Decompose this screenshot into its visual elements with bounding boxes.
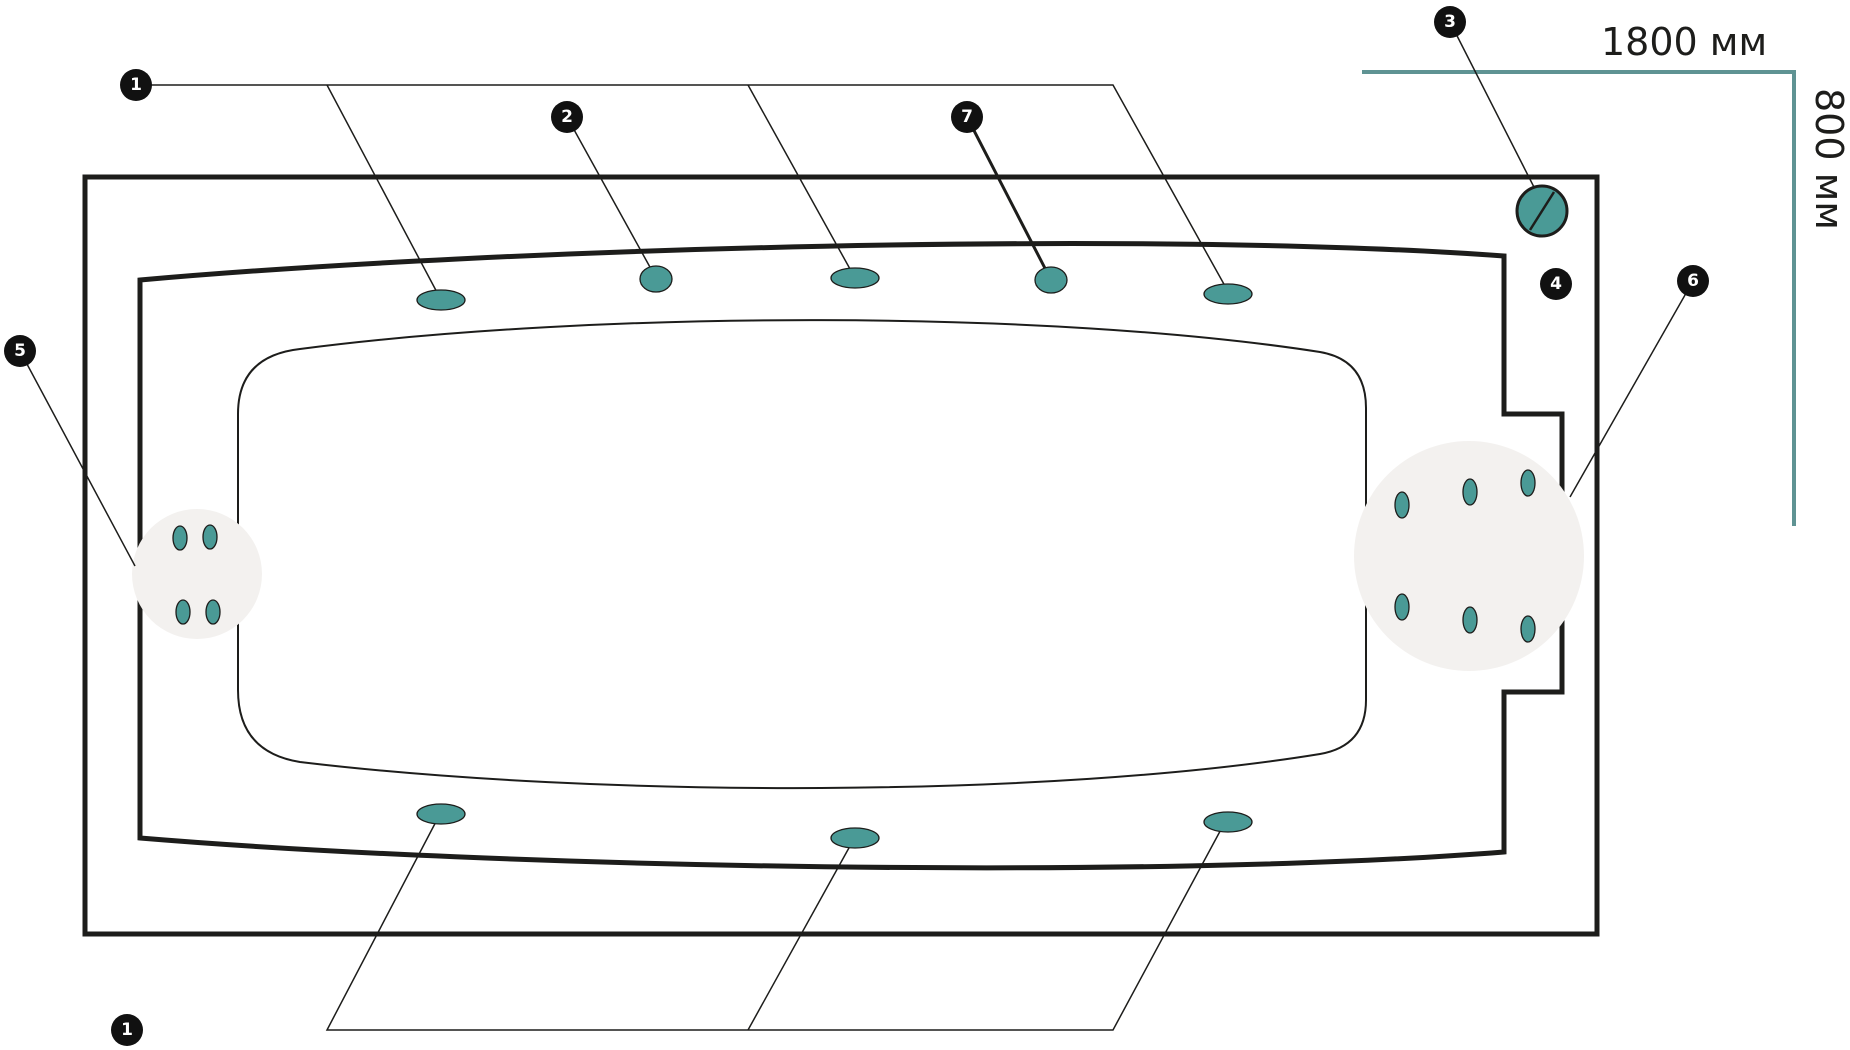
back-zone-jets (172, 524, 221, 625)
control-knob-icon (1515, 184, 1569, 238)
back-jet (172, 525, 188, 551)
bathtub-basin (237, 319, 1367, 790)
headrest-jet (1462, 478, 1478, 506)
side-jet (830, 827, 880, 849)
headrest-jet (1462, 606, 1478, 634)
dimension-lines (1362, 70, 1796, 526)
side-jets (416, 265, 1253, 849)
bathtub-outer-frame (82, 174, 1600, 937)
callout-badge-5: 5 (4, 335, 36, 367)
callout-badge-1-bottom: 1 (111, 1014, 143, 1046)
side-jet (416, 803, 466, 825)
headrest-zone-jets (1394, 469, 1536, 643)
svg-text:7: 7 (961, 107, 973, 127)
headrest-jet (1394, 593, 1410, 621)
headrest-jet (1520, 615, 1536, 643)
callout-badge-3: 3 (1434, 6, 1466, 38)
bathtub-inner-rim (137, 241, 1565, 871)
callout-badge-6: 6 (1677, 265, 1709, 297)
callout-badge-1-top: 1 (120, 69, 152, 101)
side-jet (416, 289, 466, 311)
back-jet (202, 524, 218, 550)
headrest-massage-zone (1354, 441, 1584, 671)
side-jet (639, 265, 673, 293)
callout-badge-4: 4 (1540, 268, 1572, 300)
callout-badge-2: 2 (551, 101, 583, 133)
back-jet (205, 599, 221, 625)
dimension-width-label: 800 мм (1807, 88, 1850, 230)
callout-badge-7: 7 (951, 101, 983, 133)
back-jet (175, 599, 191, 625)
headrest-jet (1520, 469, 1536, 497)
side-jet (830, 267, 880, 289)
headrest-jet (1394, 491, 1410, 519)
side-jet (1034, 266, 1068, 294)
svg-text:1: 1 (121, 1020, 133, 1040)
leader-lines (19, 21, 1694, 1031)
svg-text:5: 5 (14, 341, 26, 361)
side-jet (1203, 283, 1253, 305)
svg-text:1: 1 (130, 75, 142, 95)
back-massage-zone (132, 509, 262, 639)
svg-text:6: 6 (1687, 271, 1699, 291)
svg-text:2: 2 (561, 107, 573, 127)
dimension-length-label: 1800 мм (1601, 20, 1767, 64)
svg-text:4: 4 (1550, 274, 1562, 294)
side-jet (1203, 811, 1253, 833)
svg-text:3: 3 (1444, 12, 1456, 32)
